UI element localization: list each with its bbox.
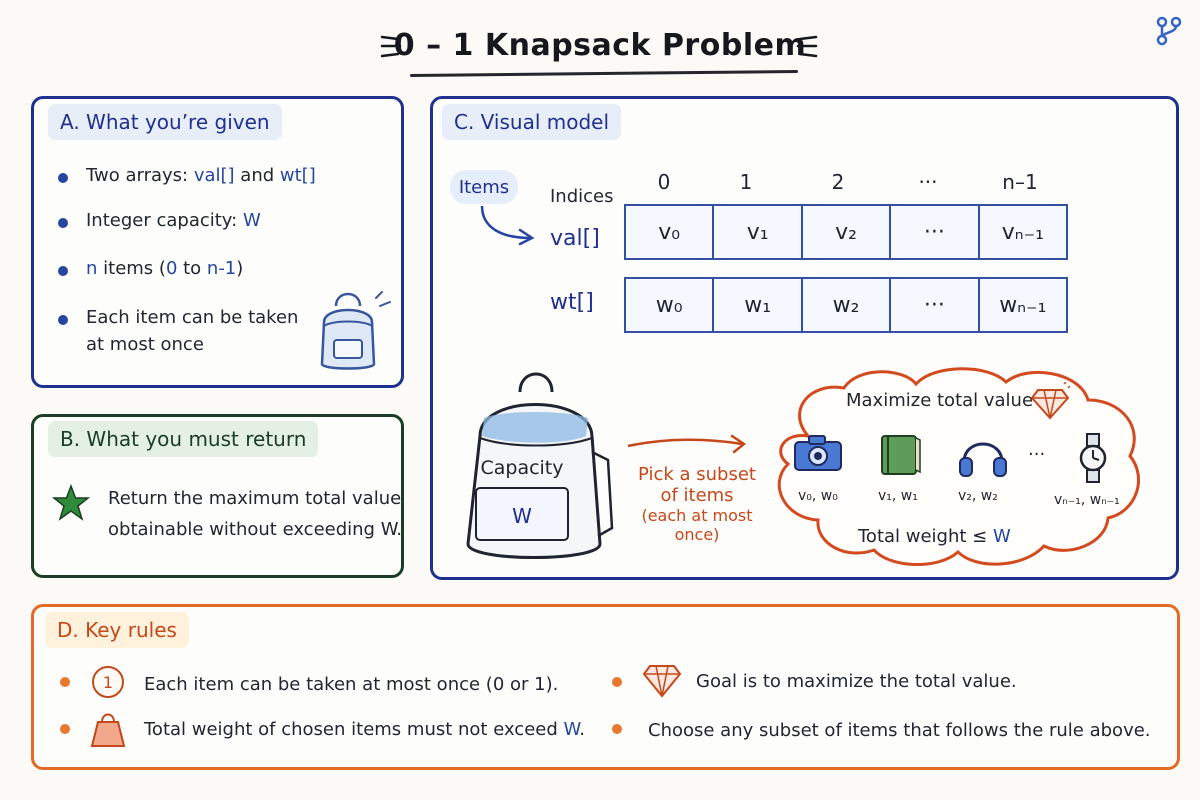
cloud-item-label: v₁, w₁	[878, 488, 918, 504]
n-minus-1-code: n-1	[206, 258, 237, 279]
return-line-1: Return the maximum total value	[108, 488, 402, 509]
gem-icon	[1030, 382, 1070, 420]
rule-2-text: Total weight of chosen items must not ex…	[144, 719, 564, 740]
text: and	[234, 165, 280, 186]
wt-cell: wₙ₋₁	[977, 279, 1066, 331]
rule-1: Each item can be taken at most once (0 o…	[144, 674, 559, 695]
cloud-item-label: v₀, w₀	[798, 488, 838, 504]
val-array-label: val[]	[550, 226, 600, 251]
return-line-2: obtainable without exceeding W.	[108, 519, 403, 540]
val-cell: vₙ₋₁	[977, 206, 1066, 258]
title-underline	[409, 69, 799, 78]
items-arrow-icon	[480, 205, 535, 246]
title-accent-right-icon	[796, 35, 818, 58]
capacity-label: Capacity	[480, 457, 563, 479]
rule-2-end: .	[579, 719, 585, 740]
val-array: v₀ v₁ v₂ ··· vₙ₋₁	[624, 204, 1068, 260]
given-line-arrays: Two arrays: val[] and wt[]	[86, 165, 316, 186]
bullet-dot	[58, 315, 68, 325]
items-pill: Items	[450, 170, 518, 204]
val-cell: v₁	[712, 206, 800, 258]
panel-key-rules-heading: D. Key rules	[45, 612, 189, 648]
wt-array-code: wt[]	[279, 165, 316, 186]
constraint-text: Total weight ≤ W	[858, 526, 1011, 547]
index-label: 1	[739, 170, 753, 194]
wt-cell: w₂	[800, 279, 889, 331]
page-title: 0 – 1 Knapsack Problem	[370, 18, 830, 78]
constraint-label: Total weight ≤	[858, 526, 993, 547]
bullet-dot	[58, 173, 68, 183]
diamond-icon	[642, 665, 682, 698]
val-array-code: val[]	[193, 165, 235, 186]
wt-cell: ···	[889, 279, 977, 331]
cloud-ellipsis: ···	[1028, 444, 1046, 465]
cloud-title: Maximize total value	[846, 390, 1034, 411]
text: Two arrays:	[86, 165, 194, 186]
rule-2-w: W	[563, 719, 580, 740]
watch-icon	[1079, 433, 1107, 483]
pick-line-3: (each at most once)	[641, 506, 753, 544]
n-code: n	[86, 258, 98, 279]
text: Integer capacity:	[86, 210, 243, 231]
val-cell: v₀	[658, 219, 681, 245]
backpack-icon: Capacity W	[466, 372, 614, 559]
bullet-dot	[60, 724, 70, 734]
wt-cell: w₁	[712, 279, 800, 331]
branch-icon[interactable]	[1152, 14, 1186, 48]
panel-key-rules	[31, 604, 1180, 770]
headphones-icon	[959, 442, 1007, 477]
rule-4: Choose any subset of items that follows …	[648, 720, 1151, 741]
zero-code: 0	[165, 258, 178, 279]
bullet-dot	[58, 218, 68, 228]
bullet-dot	[58, 266, 68, 276]
cloud-item-label: vₙ₋₁, wₙ₋₁	[1054, 492, 1120, 508]
wt-array: w₀ w₁ w₂ ··· wₙ₋₁	[624, 277, 1068, 333]
pick-line-1: Pick a subset	[638, 464, 756, 485]
index-label: ···	[918, 170, 938, 194]
panel-return-heading: B. What you must return	[48, 421, 319, 457]
backpack-small-icon	[320, 291, 391, 370]
camera-icon	[794, 435, 842, 471]
index-label: 0	[657, 170, 671, 194]
pick-arrow-icon	[627, 434, 747, 454]
rule-2: Total weight of chosen items must not ex…	[144, 719, 585, 740]
wt-array-label: wt[]	[550, 290, 594, 315]
val-cell: v₂	[800, 206, 889, 258]
cloud-item-label: v₂, w₂	[958, 488, 998, 504]
capacity-value: W	[512, 504, 532, 528]
capacity-code: W	[242, 210, 261, 231]
title-text: 0 – 1 Knapsack Problem	[393, 28, 807, 63]
panel-given-heading: A. What you’re given	[48, 104, 282, 140]
rule-number: 1	[103, 673, 113, 692]
text: to	[177, 258, 207, 279]
indices-label: Indices	[550, 186, 614, 207]
weight-icon	[90, 713, 126, 747]
rule-3: Goal is to maximize the total value.	[696, 671, 1017, 692]
text: items (	[97, 258, 166, 279]
bullet-dot	[612, 724, 622, 734]
pick-text: Pick a subset of items (each at most onc…	[622, 464, 772, 544]
given-line-items: n items (0 to n-1)	[86, 258, 243, 279]
bullet-dot	[612, 677, 622, 687]
star-icon	[52, 484, 90, 521]
panel-visual-model-heading: C. Visual model	[442, 104, 622, 140]
given-line-capacity: Integer capacity: W	[86, 210, 261, 231]
pick-line-2: of items	[660, 485, 734, 506]
given-line-once-1: Each item can be taken	[86, 307, 299, 328]
val-cell: ···	[889, 206, 977, 258]
given-line-once-2: at most once	[86, 334, 204, 355]
index-label: n–1	[1002, 170, 1038, 194]
rule-number-icon: 1	[92, 666, 124, 698]
book-icon	[881, 435, 921, 475]
wt-cell: w₀	[655, 292, 683, 318]
text: )	[236, 258, 244, 279]
index-label: 2	[831, 170, 845, 194]
title-accent-left-icon	[380, 35, 402, 58]
bullet-dot	[60, 677, 70, 687]
constraint-value: W	[992, 526, 1011, 547]
